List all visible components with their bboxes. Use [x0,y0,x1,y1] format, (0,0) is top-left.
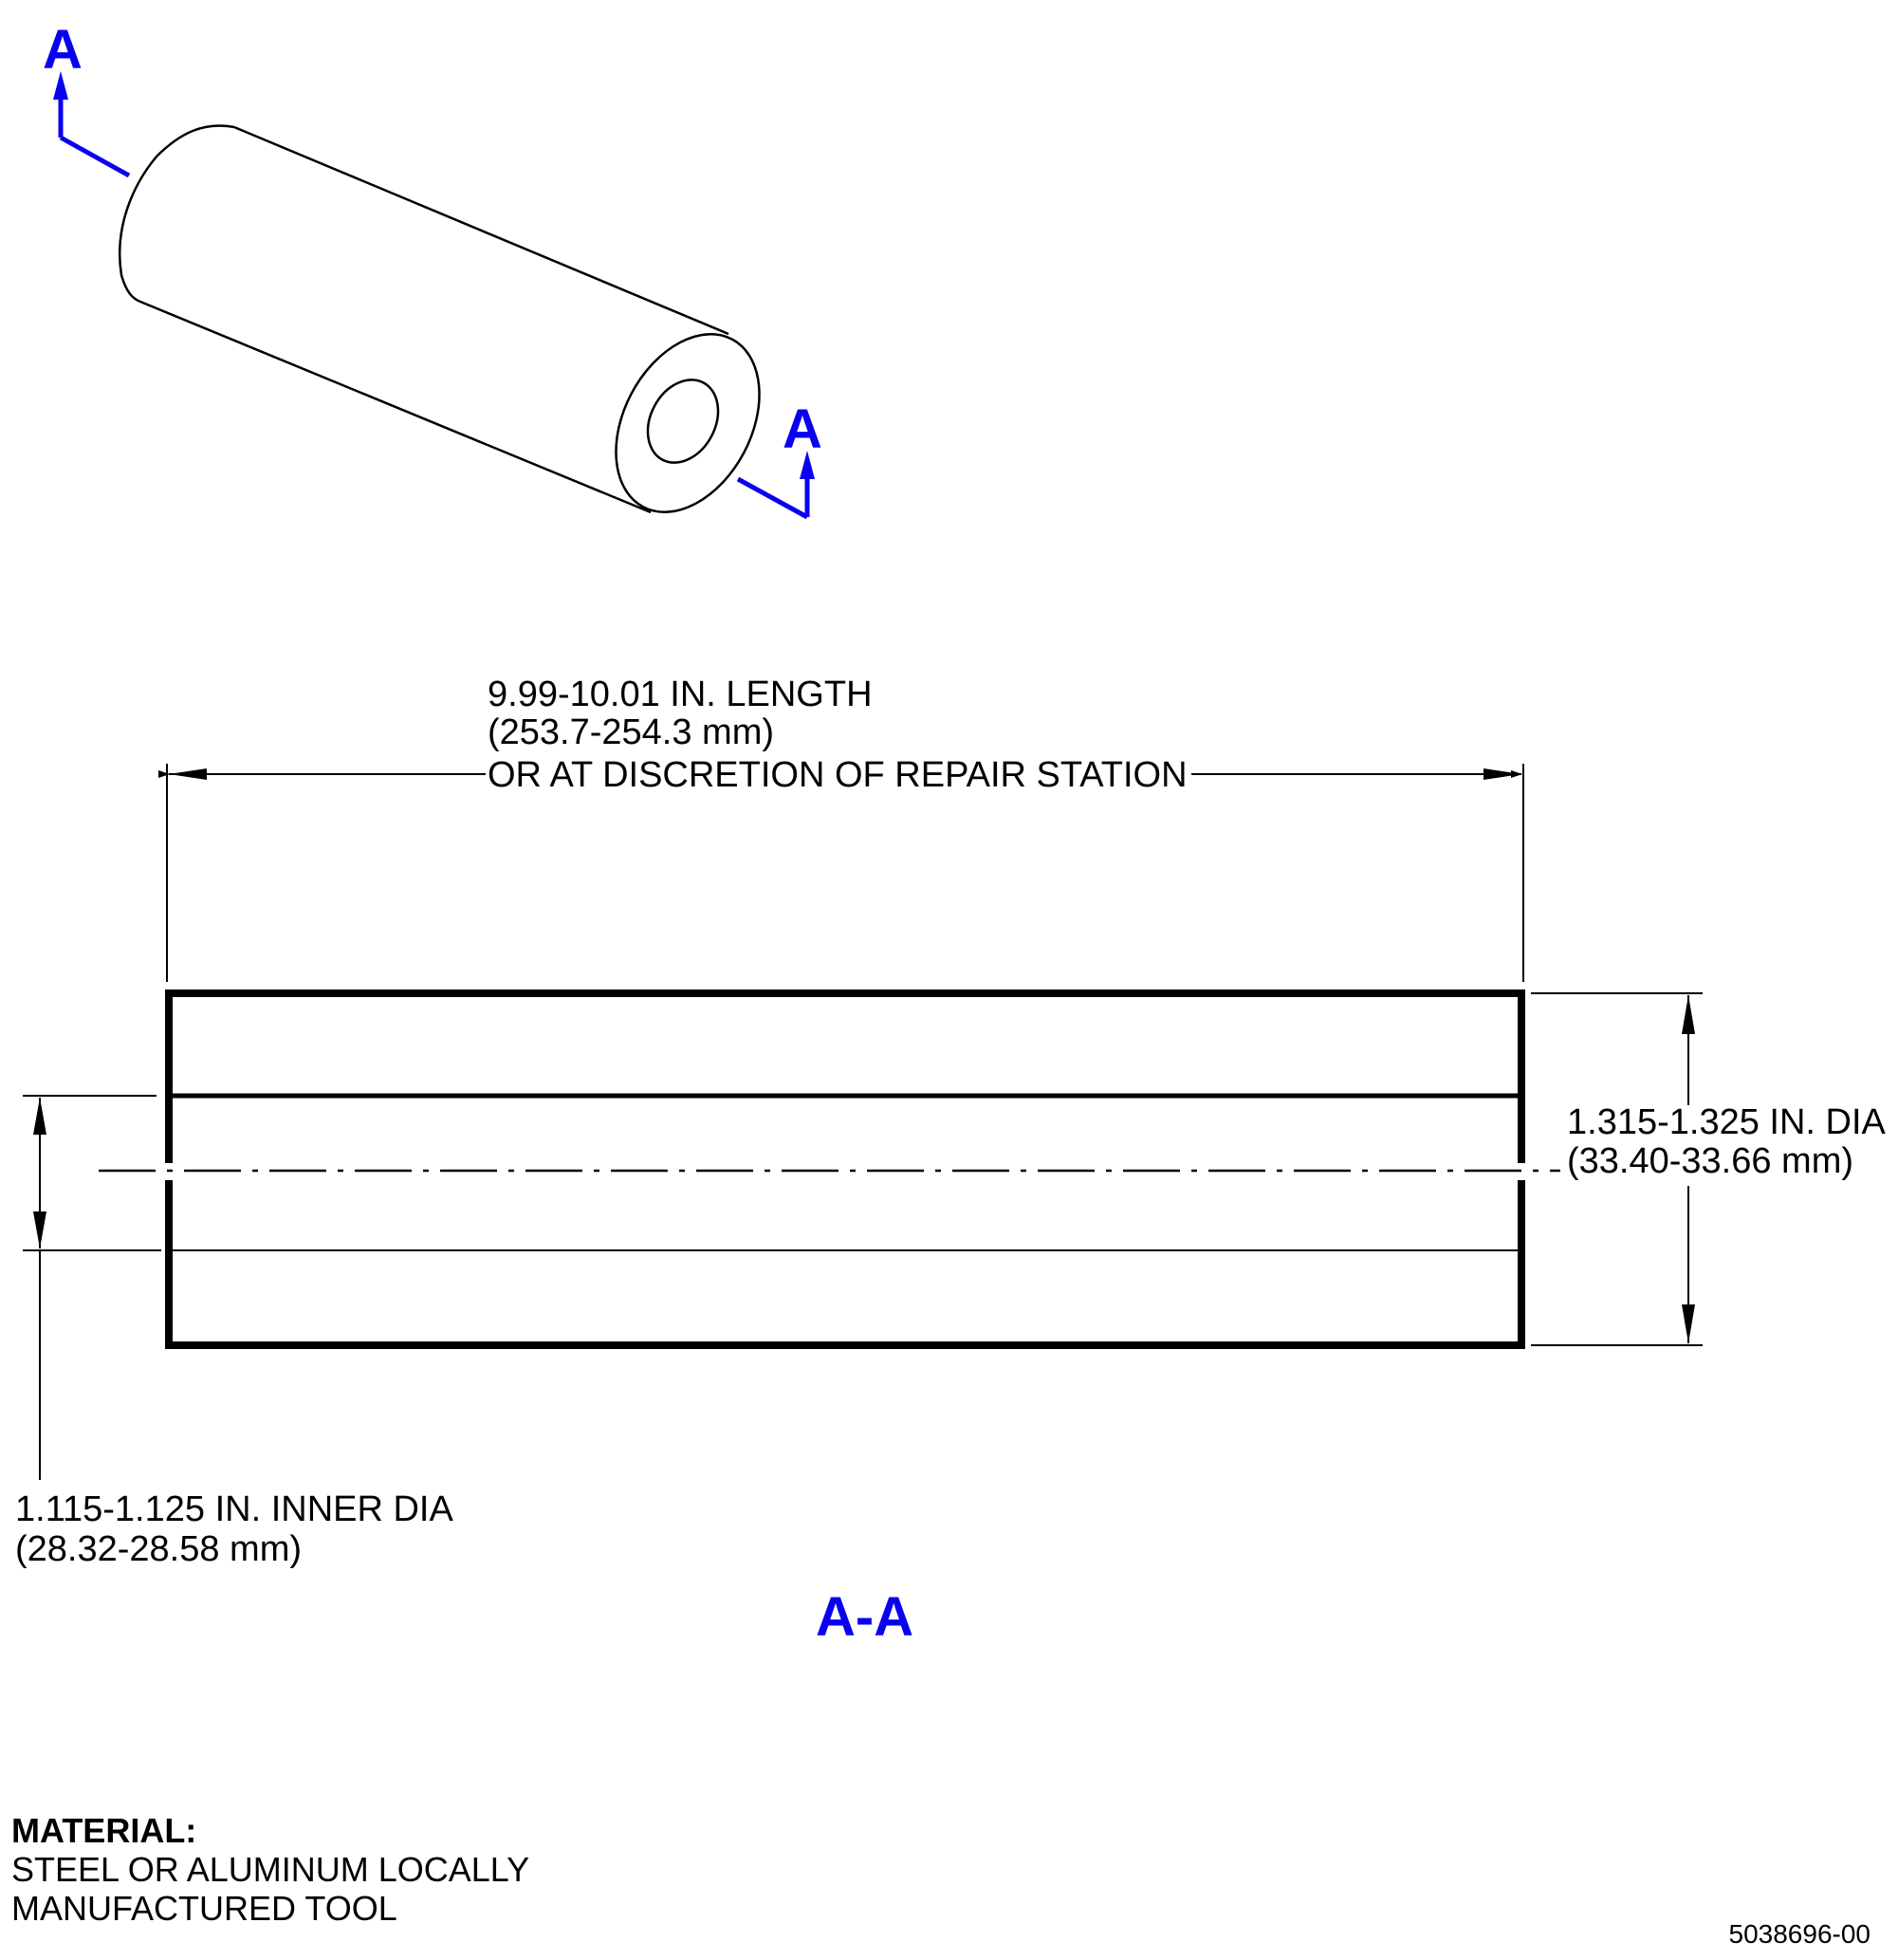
length-dim-line1: 9.99-10.01 IN. LENGTH [488,675,873,714]
section-view [99,989,1560,1349]
cylinder-bottom-edge [139,300,652,514]
length-dim-line2: (253.7-254.3 mm) [488,712,774,752]
material-line1: STEEL OR ALUMINUM LOCALLY [11,1850,529,1889]
section-mark-lower [736,451,815,520]
length-dimension [158,764,1524,982]
section-view-label: A-A [816,1586,913,1648]
section-letter-upper: A [43,19,83,81]
length-dim-line3: OR AT DISCRETION OF REPAIR STATION [488,755,1188,795]
inner-dia-line2: (28.32-28.58 mm) [15,1529,302,1569]
isometric-view [118,124,761,514]
material-line2: MANUFACTURED TOOL [11,1889,397,1928]
cylinder-back-cap [118,124,235,304]
document-id: 5038696-00 [1729,1919,1870,1949]
outer-dia-line2: (33.40-33.66 mm) [1567,1141,1853,1181]
cylinder-top-edge [233,125,729,336]
section-mark-upper [53,71,131,178]
cylinder-front-outer [615,333,761,513]
material-title: MATERIAL: [11,1811,196,1850]
outer-dia-line1: 1.315-1.325 IN. DIA [1567,1102,1887,1142]
inner-diameter-dimension [23,1095,161,1480]
inner-dia-line1: 1.115-1.125 IN. INNER DIA [15,1489,453,1529]
section-letter-lower: A [783,398,822,460]
cylinder-front-bore [646,379,720,464]
